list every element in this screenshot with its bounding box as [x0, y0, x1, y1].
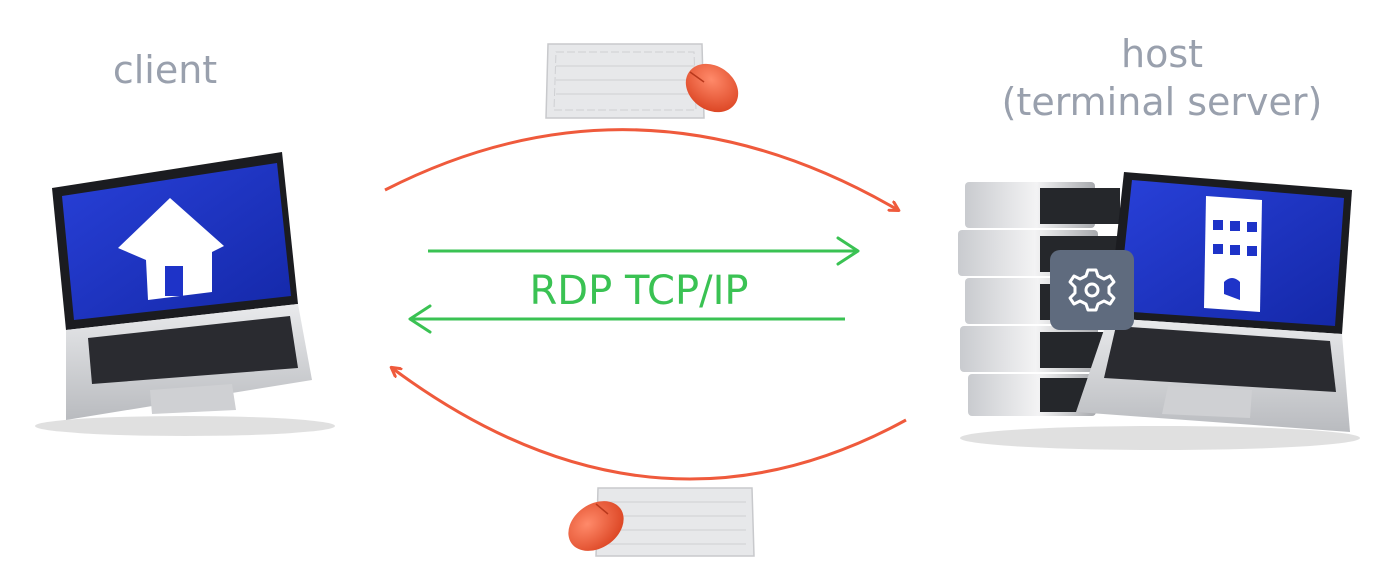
top-mouse-icon — [685, 63, 739, 113]
client-laptop — [35, 152, 335, 436]
input-arrow-to-host — [384, 128, 898, 210]
home-icon — [118, 198, 224, 300]
host-keyboard — [1104, 326, 1336, 392]
host-label-line2: (terminal server) — [1002, 80, 1323, 124]
rdp-arrow-to-host — [428, 236, 860, 266]
gear-icon — [1050, 250, 1134, 330]
top-keyboard-icon — [545, 43, 705, 119]
host-laptop — [1076, 172, 1352, 432]
bottom-mouse-icon — [568, 501, 624, 551]
rdp-arrow-to-client — [408, 304, 845, 334]
client-label: client — [113, 48, 217, 92]
office-building-icon — [1204, 196, 1262, 312]
host-label-line1: host — [1121, 32, 1203, 76]
protocol-label: RDP TCP/IP — [530, 268, 749, 314]
input-arrow-to-client — [392, 368, 907, 481]
client-keyboard — [88, 316, 298, 384]
